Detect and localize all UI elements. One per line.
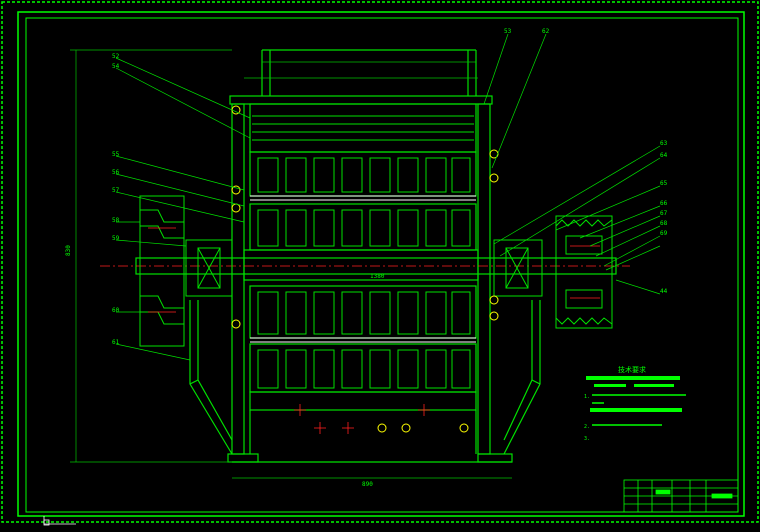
right-vbelt-pulley (555, 215, 613, 329)
part-label: 66 (660, 200, 668, 207)
tech-req-item: 2. (584, 424, 590, 430)
part-label: 58 (112, 217, 120, 224)
part-label: 64 (660, 152, 668, 159)
bolt-markers (231, 105, 499, 433)
title-block (623, 479, 739, 513)
main-shaft (100, 257, 630, 275)
part-label: 55 (112, 151, 120, 158)
part-labels-right: 53 62 63 64 65 66 67 68 69 44 (504, 28, 668, 295)
dimension-lines (70, 49, 512, 479)
part-label: 65 (660, 180, 668, 187)
part-label: 59 (112, 235, 120, 242)
hammer-array-upper (257, 157, 471, 247)
part-label: 54 (112, 63, 120, 70)
drawing-frame (1, 1, 759, 523)
ucs-icon (43, 516, 76, 526)
tech-req-item: 3. (584, 436, 590, 442)
tech-requirements-title: 技术要求 (618, 365, 646, 374)
leader-lines-right (483, 33, 661, 295)
part-label: 60 (112, 307, 120, 314)
part-label: 53 (504, 28, 512, 35)
crusher-housing (189, 49, 541, 463)
centre-marks (148, 227, 600, 434)
left-bearing-assembly (185, 239, 233, 297)
part-label: 67 (660, 210, 668, 217)
part-label: 69 (660, 230, 668, 237)
part-label: 44 (660, 288, 668, 295)
part-label: 63 (660, 140, 668, 147)
tech-requirements-block: 技术要求 1. 2. 3. (584, 365, 686, 442)
hammer-array-lower (257, 291, 471, 389)
part-labels-left: 52 54 55 56 57 58 59 60 61 (112, 53, 120, 346)
right-bearing-assembly (493, 239, 543, 297)
tech-req-item: 1. (584, 394, 590, 400)
dimension-texts: 830 1380 890 (65, 245, 385, 488)
grate-lines-upper (252, 115, 474, 141)
left-pulley (139, 195, 185, 347)
part-label: 61 (112, 339, 120, 346)
part-label: 68 (660, 220, 668, 227)
part-label: 62 (542, 28, 550, 35)
part-label: 57 (112, 187, 120, 194)
leader-lines-left (115, 57, 251, 361)
part-label: 56 (112, 169, 120, 176)
hammer-pin-shafts (250, 195, 476, 343)
dim-shaft-length: 1380 (370, 273, 385, 280)
dim-base-width: 890 (362, 481, 373, 488)
part-label: 52 (112, 53, 120, 60)
dim-overall-height: 830 (65, 245, 72, 256)
